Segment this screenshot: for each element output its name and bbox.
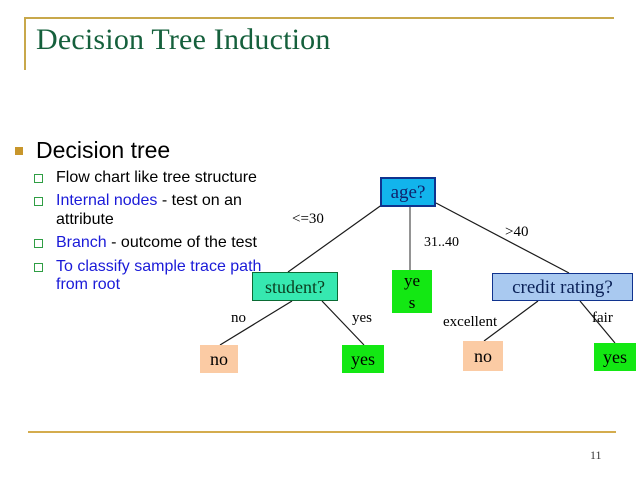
bullet-item-internal-nodes: Internal nodes - test on an attribute xyxy=(12,192,272,229)
bullet-item-lead: To classify sample trace path from root xyxy=(56,257,262,294)
bullet-item-branch: Branch - outcome of the test xyxy=(12,234,272,253)
edge-credit-to-no xyxy=(483,300,539,342)
edge-label-excellent: excellent xyxy=(443,314,498,330)
edge-label-31-40: 31..40 xyxy=(424,235,459,250)
hollow-square-bullet-icon xyxy=(34,262,43,272)
bullet-item-classify-sample: To classify sample trace path from root xyxy=(12,258,272,295)
bullet-item-lead: Branch xyxy=(56,234,107,252)
edge-credit-to-yes xyxy=(579,300,616,344)
tree-leaf-no-credit[interactable]: no xyxy=(463,341,503,371)
filled-square-bullet-icon xyxy=(15,147,23,155)
tree-leaf-no-student[interactable]: no xyxy=(200,345,238,373)
edge-label-fair: fair xyxy=(592,310,613,326)
edge-label-student-no: no xyxy=(231,310,246,326)
title-left-rule xyxy=(24,17,26,70)
tree-leaf-yes-middle[interactable]: ye s xyxy=(392,270,432,313)
tree-node-age[interactable]: age? xyxy=(380,177,436,207)
bullet-item-rest: - outcome of the test xyxy=(106,234,257,252)
tree-leaf-yes-student[interactable]: yes xyxy=(342,345,384,373)
edge-label-student-yes: yes xyxy=(352,310,372,326)
hollow-square-bullet-icon xyxy=(34,197,43,207)
bullet-item-rest: - test on an attribute xyxy=(56,192,242,228)
tree-node-credit-rating[interactable]: credit rating? xyxy=(492,273,633,301)
edge-label-lte30: <=30 xyxy=(292,211,324,227)
edge-label-gt40: >40 xyxy=(505,224,529,240)
bullet-item-lead: Flow chart like tree structure xyxy=(56,168,257,186)
footer-rule xyxy=(28,431,616,433)
edge-age-to-credit xyxy=(435,202,570,274)
title-top-rule xyxy=(24,17,614,19)
edge-student-to-no xyxy=(219,300,293,346)
edge-student-to-yes xyxy=(321,300,365,346)
bullet-item-lead: Internal nodes xyxy=(56,192,158,210)
page-number: 11 xyxy=(590,448,602,462)
bullet-list: Decision tree Flow chart like tree struc… xyxy=(12,137,272,295)
bullet-item-flow-chart: Flow chart like tree structure xyxy=(12,169,272,188)
tree-leaf-yes-middle-line2: s xyxy=(408,292,416,312)
bullet-level1-decision-tree: Decision tree xyxy=(12,137,272,164)
bullet-level1-label: Decision tree xyxy=(36,137,171,163)
tree-leaf-yes-credit[interactable]: yes xyxy=(594,343,636,371)
tree-leaf-yes-middle-line1: ye xyxy=(403,271,421,291)
edge-age-to-student xyxy=(287,203,384,273)
hollow-square-bullet-icon xyxy=(34,239,43,249)
page-title: Decision Tree Induction xyxy=(36,23,331,56)
hollow-square-bullet-icon xyxy=(34,173,43,183)
